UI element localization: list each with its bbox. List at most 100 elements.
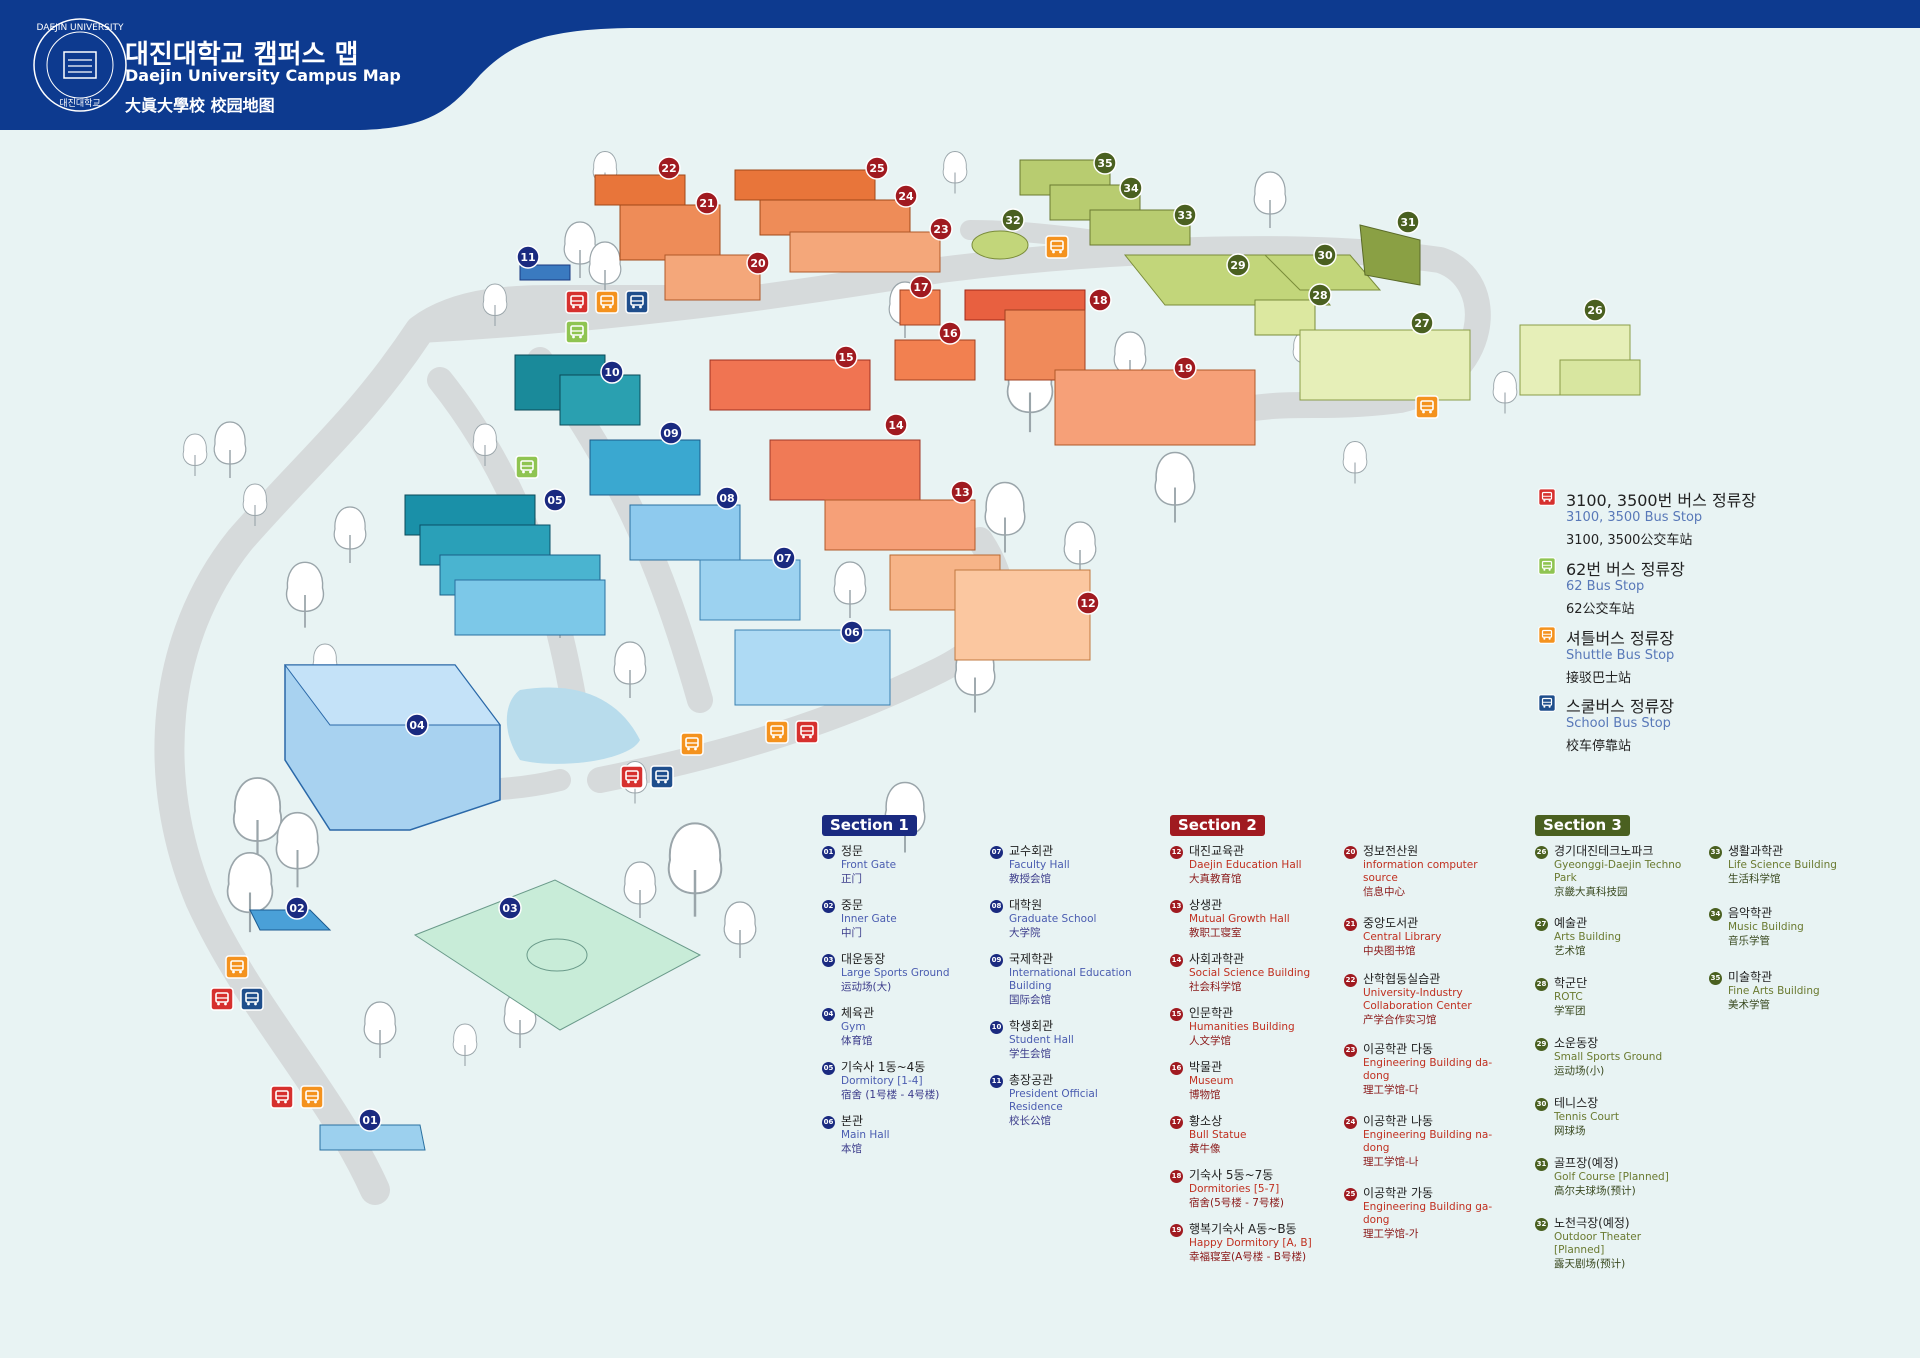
map-marker-12[interactable]: 12: [1076, 591, 1100, 615]
map-marker-06[interactable]: 06: [840, 620, 864, 644]
section2-buildings: [594, 169, 1256, 661]
map-marker-03[interactable]: 03: [498, 896, 522, 920]
building-name-korean: 박물관: [1189, 1060, 1223, 1074]
building-number-badge: 34: [1709, 908, 1722, 921]
building-name-chinese: 大真教育馆: [1189, 873, 1242, 885]
map-marker-18[interactable]: 18: [1088, 288, 1112, 312]
building-name-korean: 사회과학관: [1189, 952, 1245, 966]
map-marker-15[interactable]: 15: [834, 345, 858, 369]
map-marker-16[interactable]: 16: [938, 321, 962, 345]
building-name-chinese: 黄牛像: [1189, 1143, 1221, 1155]
map-marker-14[interactable]: 14: [884, 413, 908, 437]
map-marker-22[interactable]: 22: [657, 156, 681, 180]
map-marker-25[interactable]: 25: [865, 156, 889, 180]
map-marker-20[interactable]: 20: [746, 251, 770, 275]
map-marker-26[interactable]: 26: [1583, 298, 1607, 322]
building-name-english: Bull Statue: [1189, 1129, 1247, 1141]
map-marker-05[interactable]: 05: [543, 488, 567, 512]
map-marker-35[interactable]: 35: [1093, 151, 1117, 175]
map-marker-27[interactable]: 27: [1410, 311, 1434, 335]
building-name-english: Engineering Building ga-dong: [1363, 1201, 1493, 1226]
building-name-korean: 대학원: [1009, 898, 1043, 912]
building-name-korean: 대운동장: [841, 952, 886, 966]
map-marker-11[interactable]: 11: [516, 245, 540, 269]
map-marker-10[interactable]: 10: [600, 360, 624, 384]
map-marker-30[interactable]: 30: [1313, 243, 1337, 267]
building-name-chinese: 国际会馆: [1009, 994, 1051, 1006]
map-marker-24[interactable]: 24: [894, 184, 918, 208]
map-marker-09[interactable]: 09: [659, 421, 683, 445]
map-marker-13[interactable]: 13: [950, 480, 974, 504]
building-number-badge: 09: [990, 954, 1003, 967]
svg-text:30: 30: [1317, 249, 1333, 262]
map-marker-19[interactable]: 19: [1173, 356, 1197, 380]
map-marker-32[interactable]: 32: [1001, 208, 1025, 232]
map-marker-34[interactable]: 34: [1119, 176, 1143, 200]
building-name-korean: 상생관: [1189, 898, 1223, 912]
building-name-chinese: 理工学馆-나: [1363, 1156, 1419, 1168]
map-title-korean: 대진대학교 캠퍼스 맵: [125, 40, 359, 70]
map-marker-07[interactable]: 07: [772, 546, 796, 570]
map-marker-17[interactable]: 17: [909, 275, 933, 299]
map-marker-23[interactable]: 23: [929, 217, 953, 241]
svg-text:17: 17: [913, 281, 928, 294]
building-name-chinese: 社会科学馆: [1189, 981, 1242, 993]
building-name-chinese: 学生会馆: [1009, 1048, 1051, 1060]
building-name-english: Golf Course [Planned]: [1554, 1171, 1669, 1183]
map-marker-29[interactable]: 29: [1226, 253, 1250, 277]
building-name-korean: 대진교육관: [1189, 844, 1245, 858]
building-name-english: Daejin Education Hall: [1189, 859, 1302, 871]
map-marker-01[interactable]: 01: [358, 1108, 382, 1132]
svg-text:23: 23: [933, 223, 948, 236]
building-number-badge: 24: [1344, 1116, 1357, 1129]
map-marker-02[interactable]: 02: [285, 896, 309, 920]
building-name-korean: 이공학관 다동: [1363, 1042, 1434, 1056]
section-title-2: Section 2: [1170, 815, 1265, 836]
map-marker-08[interactable]: 08: [715, 486, 739, 510]
map-marker-04[interactable]: 04: [405, 713, 429, 737]
map-marker-21[interactable]: 21: [695, 191, 719, 215]
map-marker-28[interactable]: 28: [1308, 283, 1332, 307]
building-name-english: Arts Building: [1554, 931, 1622, 943]
svg-text:07: 07: [776, 552, 791, 565]
map-marker-31[interactable]: 31: [1396, 210, 1420, 234]
map-marker-33[interactable]: 33: [1173, 203, 1197, 227]
svg-text:18: 18: [1092, 294, 1107, 307]
svg-text:12: 12: [1080, 597, 1095, 610]
